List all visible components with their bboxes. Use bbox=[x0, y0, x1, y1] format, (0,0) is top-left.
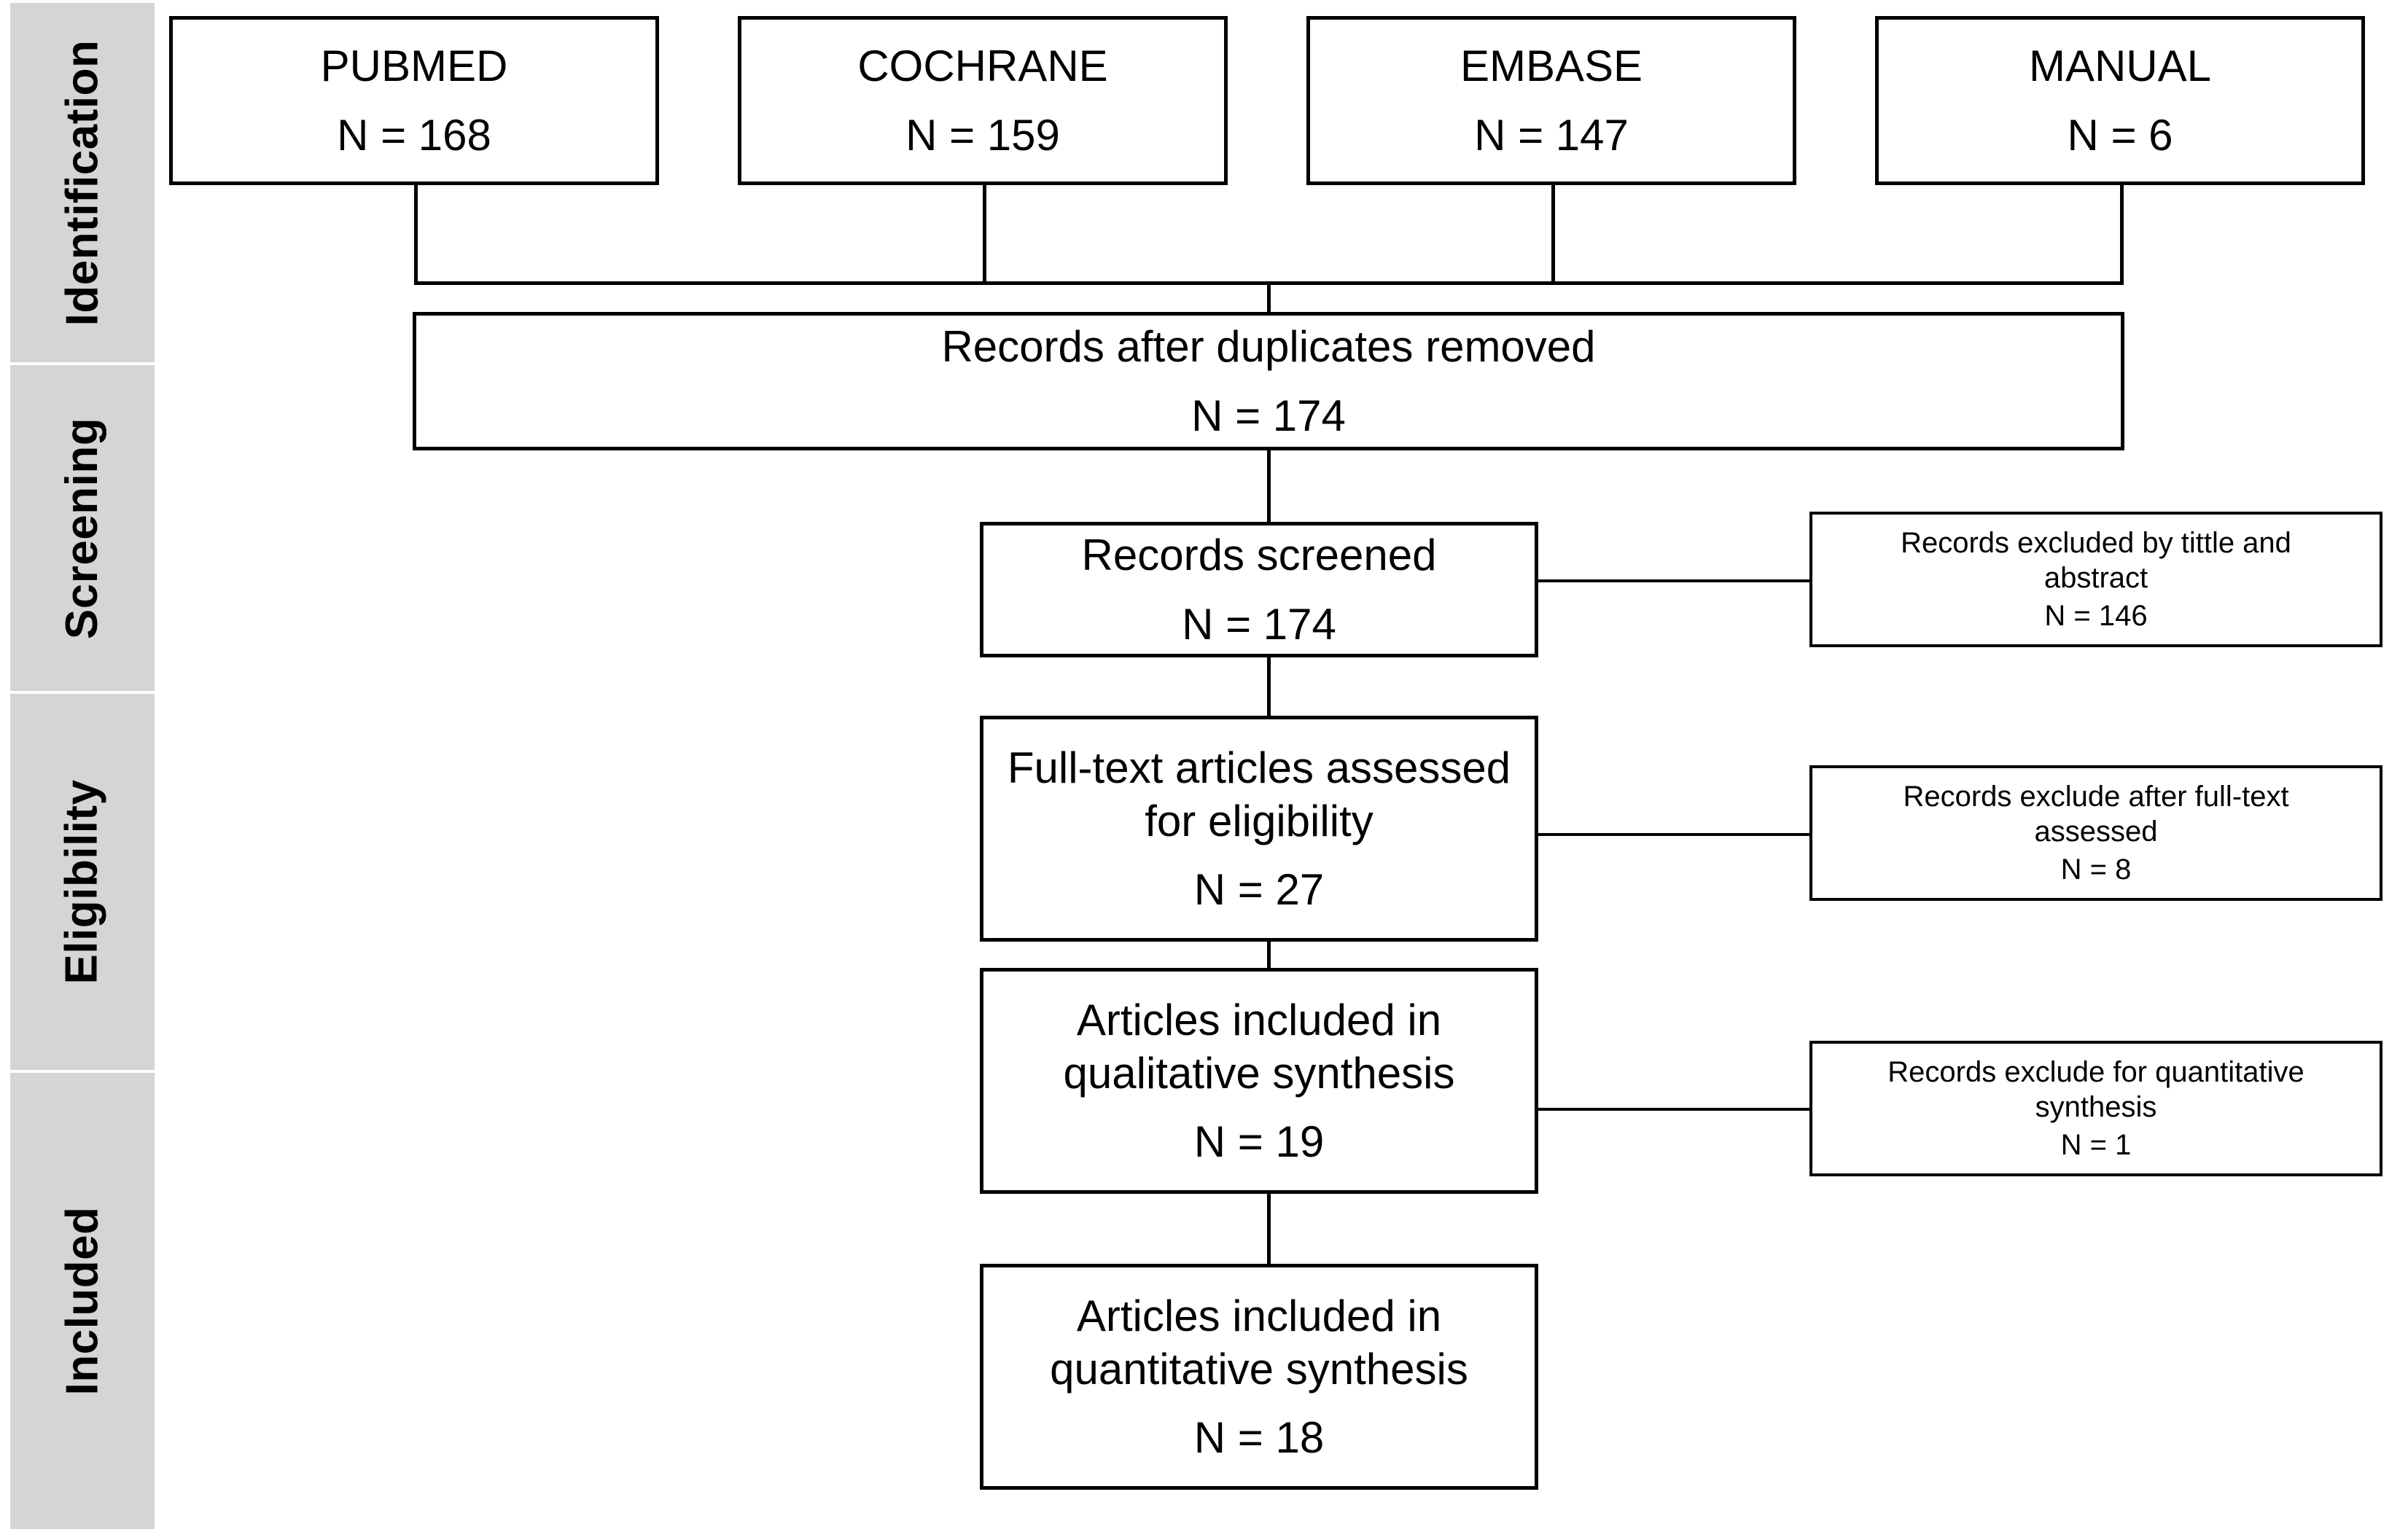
box-excluded-full-text: Records exclude after full-text assessed… bbox=[1809, 765, 2382, 901]
excluded-quantitative-count: N = 1 bbox=[2060, 1129, 2132, 1161]
excluded-quantitative-line1: Records exclude for quantitative bbox=[1887, 1056, 2304, 1088]
source-box-pubmed: PUBMED N = 168 bbox=[169, 16, 659, 185]
excluded-full-text-line1: Records exclude after full-text bbox=[1903, 781, 2289, 813]
excluded-title-abstract-line1: Records excluded by tittle and bbox=[1901, 527, 2291, 559]
box-full-text-assessed: Full-text articles assessed for eligibil… bbox=[980, 716, 1538, 942]
box-records-screened: Records screened N = 174 bbox=[980, 522, 1538, 657]
connector-cochrane-down bbox=[983, 184, 986, 284]
excluded-full-text-count: N = 8 bbox=[2060, 853, 2132, 886]
source-box-cochrane: COCHRANE N = 159 bbox=[738, 16, 1228, 185]
connector-fulltext-to-excluded bbox=[1535, 833, 1812, 836]
records-after-duplicates-label: Records after duplicates removed bbox=[941, 322, 1596, 372]
connector-duplicates-to-screened bbox=[1267, 446, 1271, 526]
quantitative-synthesis-count: N = 18 bbox=[1193, 1413, 1325, 1463]
box-quantitative-synthesis: Articles included in quantitative synthe… bbox=[980, 1264, 1538, 1490]
source-box-embase: EMBASE N = 147 bbox=[1306, 16, 1796, 185]
excluded-title-abstract-line2: abstract bbox=[2043, 562, 2148, 594]
source-title-embase: EMBASE bbox=[1460, 42, 1643, 91]
source-title-pubmed: PUBMED bbox=[320, 42, 508, 91]
box-qualitative-synthesis: Articles included in qualitative synthes… bbox=[980, 968, 1538, 1194]
excluded-quantitative-line2: synthesis bbox=[2035, 1091, 2157, 1123]
stage-eligibility: Eligibility bbox=[10, 694, 155, 1070]
connector-manual-down bbox=[2120, 184, 2124, 284]
stage-screening: Screening bbox=[10, 365, 155, 691]
full-text-assessed-line2: for eligibility bbox=[1145, 796, 1374, 845]
source-title-manual: MANUAL bbox=[2028, 42, 2212, 91]
connector-embase-down bbox=[1551, 184, 1555, 284]
qualitative-synthesis-count: N = 19 bbox=[1193, 1117, 1325, 1167]
stage-label-screening: Screening bbox=[57, 417, 107, 639]
quantitative-synthesis-line2: quantitative synthesis bbox=[1050, 1344, 1468, 1394]
records-screened-count: N = 174 bbox=[1182, 599, 1336, 649]
records-screened-label: Records screened bbox=[1081, 531, 1437, 580]
stage-identification: Identification bbox=[10, 3, 155, 362]
excluded-title-abstract-count: N = 146 bbox=[2044, 600, 2148, 632]
box-excluded-quantitative: Records exclude for quantitative synthes… bbox=[1809, 1041, 2382, 1176]
connector-screened-to-excluded bbox=[1535, 579, 1812, 582]
connector-pubmed-down bbox=[414, 184, 418, 284]
quantitative-synthesis-line1: Articles included in bbox=[1076, 1291, 1442, 1340]
source-count-manual: N = 6 bbox=[2067, 110, 2173, 160]
records-after-duplicates-count: N = 174 bbox=[1191, 391, 1346, 440]
source-title-cochrane: COCHRANE bbox=[857, 42, 1108, 91]
box-records-after-duplicates: Records after duplicates removed N = 174 bbox=[413, 312, 2124, 450]
qualitative-synthesis-line1: Articles included in bbox=[1076, 995, 1442, 1044]
stage-label-identification: Identification bbox=[57, 39, 107, 326]
source-count-embase: N = 147 bbox=[1474, 110, 1629, 160]
qualitative-synthesis-line2: qualitative synthesis bbox=[1063, 1048, 1455, 1098]
connector-qualitative-to-quantitative bbox=[1267, 1194, 1271, 1267]
stage-included: Included bbox=[10, 1073, 155, 1529]
source-count-cochrane: N = 159 bbox=[905, 110, 1060, 160]
box-excluded-title-abstract: Records excluded by tittle and abstract … bbox=[1809, 512, 2382, 647]
stage-label-eligibility: Eligibility bbox=[57, 779, 107, 985]
source-count-pubmed: N = 168 bbox=[337, 110, 491, 160]
full-text-assessed-count: N = 27 bbox=[1193, 865, 1325, 915]
connector-qualitative-to-excluded bbox=[1535, 1108, 1812, 1111]
connector-screened-to-fulltext bbox=[1267, 654, 1271, 719]
source-box-manual: MANUAL N = 6 bbox=[1875, 16, 2365, 185]
stage-label-included: Included bbox=[57, 1206, 107, 1396]
full-text-assessed-line1: Full-text articles assessed bbox=[1007, 743, 1511, 792]
excluded-full-text-line2: assessed bbox=[2034, 816, 2158, 848]
